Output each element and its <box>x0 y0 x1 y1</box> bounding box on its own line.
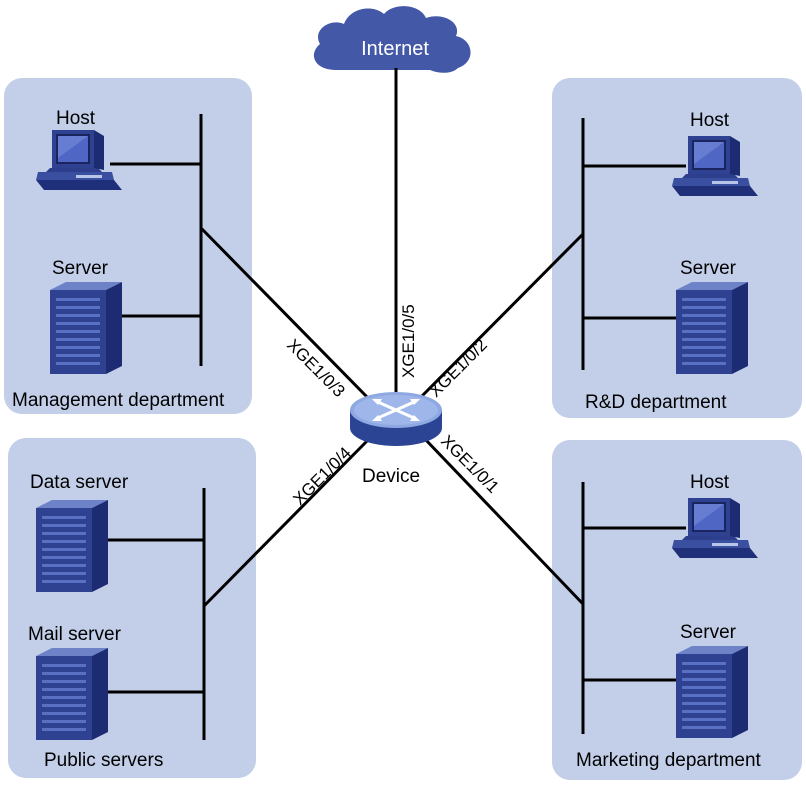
marketing-server-icon <box>676 646 748 738</box>
public-mail-server-label: Mail server <box>28 624 122 645</box>
port-label-rd: XGE1/0/2 <box>425 335 491 401</box>
public-data-server-icon <box>36 500 108 592</box>
marketing-host-label: Host <box>690 472 730 493</box>
rd-title: R&D department <box>585 392 727 413</box>
rd-host-label: Host <box>690 110 730 131</box>
public-data-server-label: Data server <box>30 472 129 493</box>
marketing-title: Marketing department <box>576 750 762 771</box>
port-label-internet: XGE1/0/5 <box>399 304 418 378</box>
public-mail-server-icon <box>36 648 108 740</box>
internet-cloud-icon <box>313 6 471 73</box>
wire-rd <box>418 232 585 400</box>
management-zone <box>4 78 252 414</box>
port-label-public: XGE1/0/4 <box>289 443 355 509</box>
device-router-icon <box>350 392 442 446</box>
device-label: Device <box>362 466 420 487</box>
wire-public <box>202 438 370 608</box>
management-title: Management department <box>12 390 225 411</box>
wire-marketing <box>422 436 585 606</box>
management-host-label: Host <box>56 108 96 129</box>
management-server-icon <box>50 282 122 374</box>
management-server-label: Server <box>52 258 109 279</box>
internet-label: Internet <box>361 38 429 60</box>
rd-server-label: Server <box>680 258 737 279</box>
public-title: Public servers <box>44 750 163 771</box>
marketing-server-label: Server <box>680 622 737 643</box>
wire-management <box>199 226 372 402</box>
rd-server-icon <box>676 282 748 374</box>
